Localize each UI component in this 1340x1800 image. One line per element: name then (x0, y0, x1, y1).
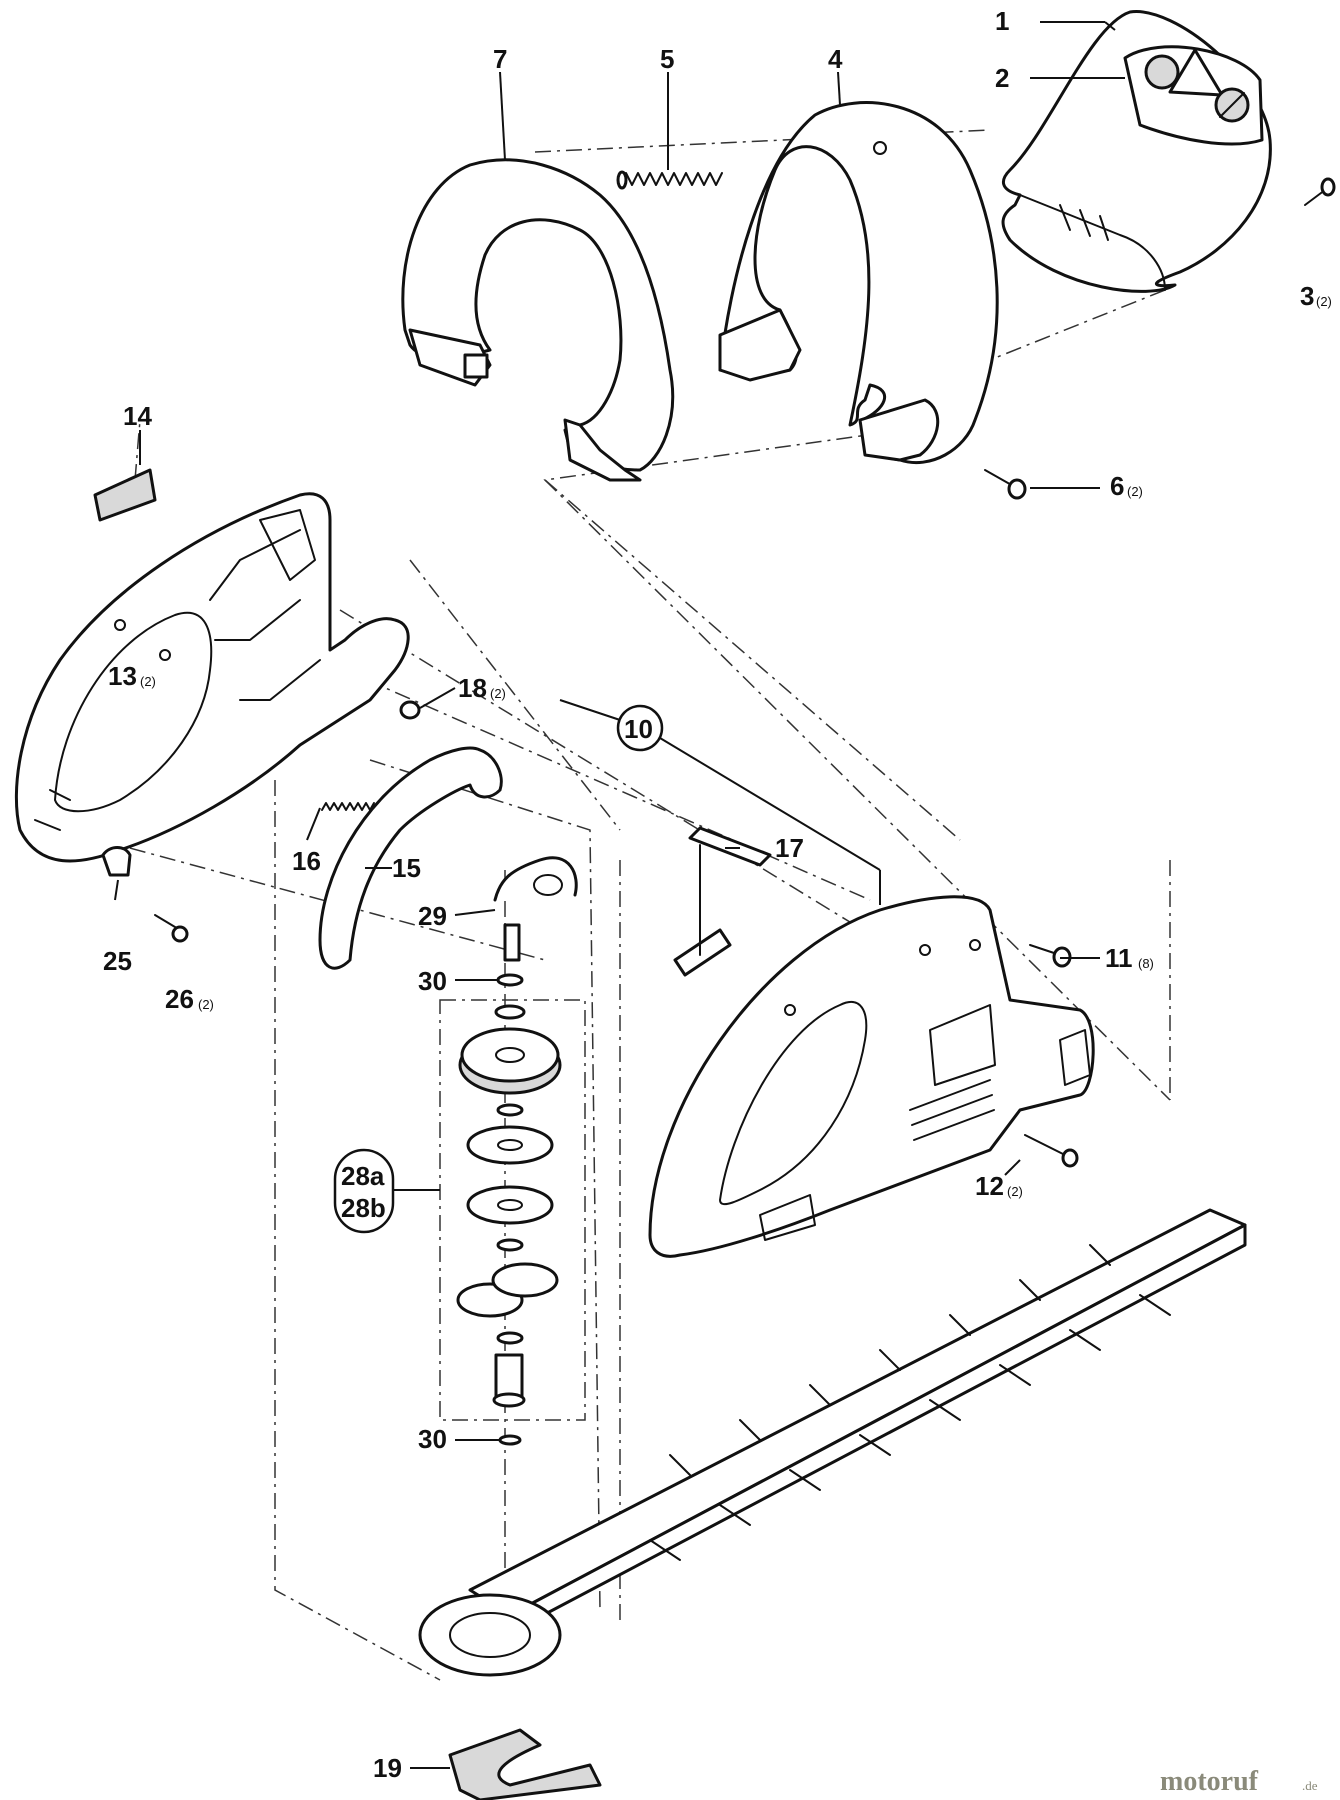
callout-14: 14 (123, 401, 152, 431)
callout-18-qty: (2) (490, 686, 506, 701)
callout-25: 25 (103, 946, 132, 976)
callout-10: 10 (624, 714, 653, 744)
callout-12-qty: (2) (1007, 1184, 1023, 1199)
callout-16: 16 (292, 846, 321, 876)
clip-part-25 (101, 846, 132, 877)
left-housing-part-13 (14, 492, 410, 863)
callout-6-qty: (2) (1127, 484, 1143, 499)
eye-protection-icon (1144, 54, 1180, 90)
front-handle-part-7 (401, 158, 675, 482)
callout-29: 29 (418, 901, 447, 931)
watermark-logo: motoruf .de (1160, 1766, 1318, 1797)
warning-label-part-2 (1123, 45, 1264, 146)
washer-part-30-top (496, 973, 524, 987)
screw-part-26 (154, 914, 189, 943)
spring-part-16 (321, 802, 375, 811)
spring-part-5 (616, 170, 723, 190)
watermark-brand: motoruf (1160, 1766, 1259, 1797)
gear-stack (456, 1004, 562, 1446)
key-part-17 (673, 826, 772, 977)
screw-part-3 (1304, 177, 1336, 206)
callout-6: 6 (1110, 471, 1124, 501)
callout-7: 7 (493, 44, 507, 74)
callout-26-qty: (2) (198, 997, 214, 1012)
callout-30-top: 30 (418, 966, 447, 996)
callout-30-bottom: 30 (418, 1424, 447, 1454)
callout-12: 12 (975, 1171, 1004, 1201)
leader-lines (114, 21, 1125, 1769)
callout-19: 19 (373, 1753, 402, 1783)
callout-13-qty: (2) (140, 674, 156, 689)
callout-13: 13 (108, 661, 137, 691)
watermark-tld: .de (1302, 1778, 1318, 1793)
handle-bracket-part-4 (718, 101, 999, 465)
warning-triangle-icon (1168, 48, 1224, 97)
callout-labels: 1 2 3 (2) 4 5 6 (2) 7 10 11 (8) 12 (2) 1… (103, 6, 1332, 1783)
callout-18: 18 (458, 673, 487, 703)
callout-17: 17 (775, 833, 804, 863)
screw-part-12 (1024, 1134, 1079, 1168)
screw-part-11 (1029, 944, 1072, 968)
callout-26: 26 (165, 984, 194, 1014)
callout-15: 15 (392, 853, 421, 883)
callout-4: 4 (828, 44, 843, 74)
callout-3: 3 (1300, 281, 1314, 311)
callout-11-qty: (8) (1138, 956, 1154, 971)
nut-part-18 (399, 700, 421, 720)
trigger-bar-part-15 (318, 746, 503, 970)
callout-1: 1 (995, 6, 1009, 36)
callout-2: 2 (995, 63, 1009, 93)
callout-3-qty: (2) (1316, 294, 1332, 309)
screw-part-6 (984, 469, 1027, 500)
gear-kit-box (439, 999, 586, 1421)
right-housing-part-10 (648, 895, 1095, 1258)
callout-28-frame (333, 1148, 395, 1234)
callout-28b: 28b (341, 1193, 386, 1223)
callout-5: 5 (660, 44, 674, 74)
callout-11: 11 (1105, 943, 1133, 973)
label-part-14 (93, 468, 157, 522)
callout-10-circle (616, 704, 664, 752)
blade-assembly (418, 1208, 1247, 1677)
crank-part-29 (493, 856, 578, 962)
callout-28a: 28a (341, 1161, 385, 1191)
plate-part-19 (448, 1728, 602, 1800)
